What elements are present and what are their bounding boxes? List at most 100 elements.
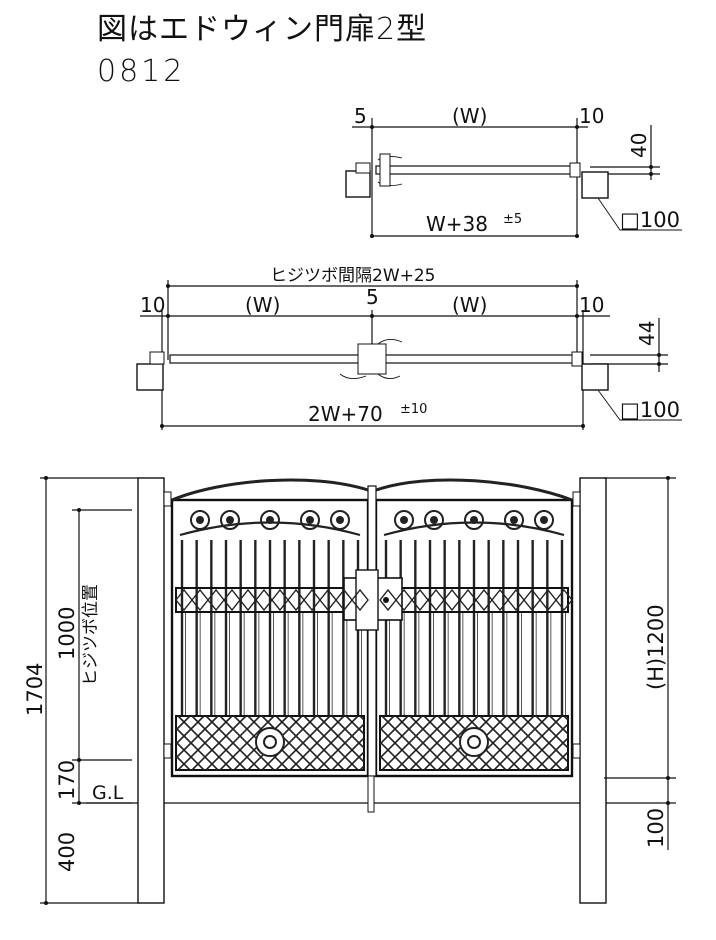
lattice-bar bbox=[303, 715, 359, 771]
scroll-ornament bbox=[504, 510, 524, 530]
lattice-bar bbox=[379, 727, 423, 771]
scroll-center bbox=[400, 516, 408, 524]
plan-single-post-size: □100 bbox=[620, 208, 680, 232]
elevation-hinge-label: ヒジツボ位置 bbox=[81, 584, 101, 686]
lattice-bar bbox=[345, 715, 365, 735]
lattice-bar bbox=[359, 715, 365, 721]
lattice-bar bbox=[317, 723, 365, 771]
scroll-ornament bbox=[464, 510, 484, 530]
plan-double-hinge-pitch: ヒジツボ間隔2W+25 bbox=[270, 266, 436, 286]
band-diamond bbox=[507, 588, 525, 612]
plan-single-tolerance: ±5 bbox=[503, 212, 522, 227]
ground-line-label: G.L bbox=[92, 782, 124, 804]
product-code: 0812 bbox=[97, 54, 186, 89]
lattice-bar bbox=[261, 715, 317, 771]
plan-double-post-size: □100 bbox=[620, 398, 680, 422]
lattice-bar bbox=[549, 751, 569, 771]
lattice-bar bbox=[379, 755, 395, 771]
scroll-center bbox=[226, 516, 234, 524]
lattice-bar bbox=[521, 715, 569, 763]
plan-single-total: W+38 bbox=[426, 212, 488, 236]
lattice-bar bbox=[205, 715, 261, 771]
gate-leaves bbox=[170, 485, 574, 813]
lattice-bar bbox=[521, 723, 569, 771]
lattice-bar bbox=[465, 715, 521, 771]
band-diamond bbox=[287, 588, 305, 612]
gate-ornament bbox=[171, 478, 573, 771]
plan-double-depth: 44 bbox=[635, 321, 659, 346]
scroll-center bbox=[540, 516, 548, 524]
scroll-center bbox=[336, 516, 344, 524]
elevation-hinge-height: 1000 bbox=[55, 607, 79, 660]
top-rail-curve bbox=[383, 521, 565, 537]
plan-single-depth: 40 bbox=[627, 133, 651, 158]
lattice-bar bbox=[423, 715, 479, 771]
lattice-bar bbox=[175, 715, 219, 759]
elevation-gate-height: (H)1200 bbox=[644, 604, 668, 690]
lattice-bar bbox=[345, 751, 365, 771]
scroll-center bbox=[306, 516, 314, 524]
lattice-bar bbox=[379, 715, 423, 759]
bottom-medallion bbox=[255, 727, 285, 757]
plan-single-width: (W) bbox=[452, 104, 487, 128]
scroll-ornament bbox=[260, 510, 280, 530]
lattice-bar bbox=[331, 737, 365, 771]
band-diamond bbox=[191, 588, 209, 612]
plan-double-width-left: (W) bbox=[245, 293, 280, 317]
lattice-bar bbox=[275, 715, 331, 771]
lattice-bar bbox=[379, 715, 409, 745]
lattice-bar bbox=[359, 765, 365, 771]
elevation-clearance: 100 bbox=[644, 808, 668, 848]
band-diamond bbox=[491, 588, 509, 612]
scroll-center bbox=[510, 516, 518, 524]
elevation-bottom-gap: 170 bbox=[55, 760, 79, 800]
lattice-bar bbox=[479, 715, 535, 771]
lattice-bar bbox=[379, 741, 409, 771]
lattice-bar bbox=[563, 765, 569, 771]
scroll-center bbox=[196, 516, 204, 524]
plan-double-view: ヒジツボ間隔2W+25 10 (W) 5 (W) 10 44 bbox=[136, 266, 682, 430]
plan-double-gap-center: 5 bbox=[366, 285, 379, 309]
plan-double-tolerance: ±10 bbox=[400, 402, 427, 417]
lattice-bar bbox=[549, 715, 569, 735]
plan-double-gap-left: 10 bbox=[140, 293, 165, 317]
band-diamond bbox=[555, 588, 573, 612]
plan-single-gap-right: 10 bbox=[579, 104, 604, 128]
lattice-bar bbox=[493, 715, 549, 771]
lattice-bar bbox=[175, 755, 191, 771]
lattice-bar bbox=[175, 727, 219, 771]
lattice-bar bbox=[379, 715, 395, 731]
plan-double-total: 2W+70 bbox=[308, 402, 383, 426]
lattice-bar bbox=[191, 715, 247, 771]
elevation-embed-depth: 400 bbox=[55, 832, 79, 872]
plan-double-width-right: (W) bbox=[452, 293, 487, 317]
band-diamond bbox=[443, 588, 461, 612]
scroll-ornament bbox=[424, 510, 444, 530]
bottom-medallion-inner bbox=[467, 735, 481, 749]
bottom-medallion-inner bbox=[263, 735, 277, 749]
elevation-total-height: 1704 bbox=[23, 663, 47, 716]
lattice-bar bbox=[289, 715, 345, 771]
diagram-title: 図はエドウィン門扉2型 bbox=[97, 12, 428, 47]
scroll-center bbox=[430, 516, 438, 524]
band-diamond bbox=[175, 588, 193, 612]
gate-bars bbox=[180, 540, 566, 716]
lattice-bar bbox=[219, 715, 275, 771]
top-rail-curve bbox=[179, 521, 361, 537]
band-diamond bbox=[351, 588, 369, 612]
lattice-bar bbox=[175, 715, 205, 745]
lattice-bar bbox=[409, 715, 465, 771]
lattice-bar bbox=[395, 715, 451, 771]
plan-single-gap-left: 5 bbox=[354, 104, 367, 128]
scroll-ornament bbox=[300, 510, 320, 530]
lattice-bar bbox=[381, 715, 437, 771]
plan-double-gap-right: 10 bbox=[579, 293, 604, 317]
lattice-bar bbox=[175, 741, 205, 771]
scroll-ornament bbox=[220, 510, 240, 530]
plan-single-view: 5 (W) 10 40 W+38 ±5 □100 bbox=[345, 104, 682, 238]
lattice-bar bbox=[535, 737, 569, 771]
lattice-bar bbox=[175, 715, 191, 731]
bottom-medallion bbox=[459, 727, 489, 757]
band-diamond bbox=[239, 588, 257, 612]
